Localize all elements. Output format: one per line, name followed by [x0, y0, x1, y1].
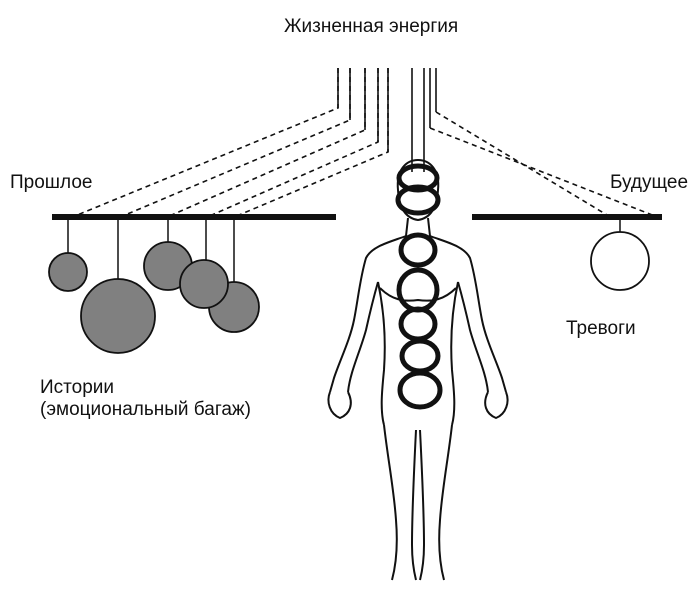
- energy-line-left-4: [205, 68, 378, 218]
- figure-right-leg: [420, 425, 452, 580]
- future-label: Будущее: [610, 172, 688, 194]
- energy-line-left-1: [70, 68, 338, 218]
- baggage-ball-2: [81, 279, 155, 353]
- energy-rings: [398, 166, 440, 407]
- energy-ring-7: [400, 373, 440, 407]
- energy-ring-5: [401, 309, 435, 339]
- past-label: Прошлое: [10, 172, 92, 194]
- anxiety-ball: [591, 232, 649, 290]
- energy-lines: [70, 68, 660, 218]
- figure-left-arm-inner: [348, 282, 378, 392]
- figure-right-arm-inner: [458, 282, 488, 392]
- emotional-baggage-balls: [49, 242, 259, 353]
- figure-left-hand: [328, 392, 350, 418]
- figure-right-side: [451, 282, 458, 425]
- anxieties-label: Тревоги: [566, 318, 636, 340]
- energy-line-left-2: [118, 68, 350, 218]
- stories-label-line2: (эмоциональный багаж): [40, 399, 251, 421]
- life-energy-label: Жизненная энергия: [284, 16, 458, 38]
- future-bar: [472, 214, 662, 220]
- energy-ring-6: [402, 341, 438, 371]
- figure-left-leg: [384, 425, 416, 580]
- stories-label-line1: Истории: [40, 377, 251, 399]
- past-bar: [52, 214, 336, 220]
- energy-ring-3: [401, 235, 435, 265]
- figure-right-hand: [485, 392, 507, 418]
- figure-left-side: [378, 282, 385, 425]
- baggage-ball-5: [180, 260, 228, 308]
- baggage-ball-1: [49, 253, 87, 291]
- energy-line-left-3: [165, 68, 365, 218]
- energy-ring-4: [399, 270, 437, 310]
- figure-chest: [380, 288, 456, 301]
- stories-label: Истории (эмоциональный багаж): [40, 377, 251, 421]
- figure-torso: [330, 218, 506, 392]
